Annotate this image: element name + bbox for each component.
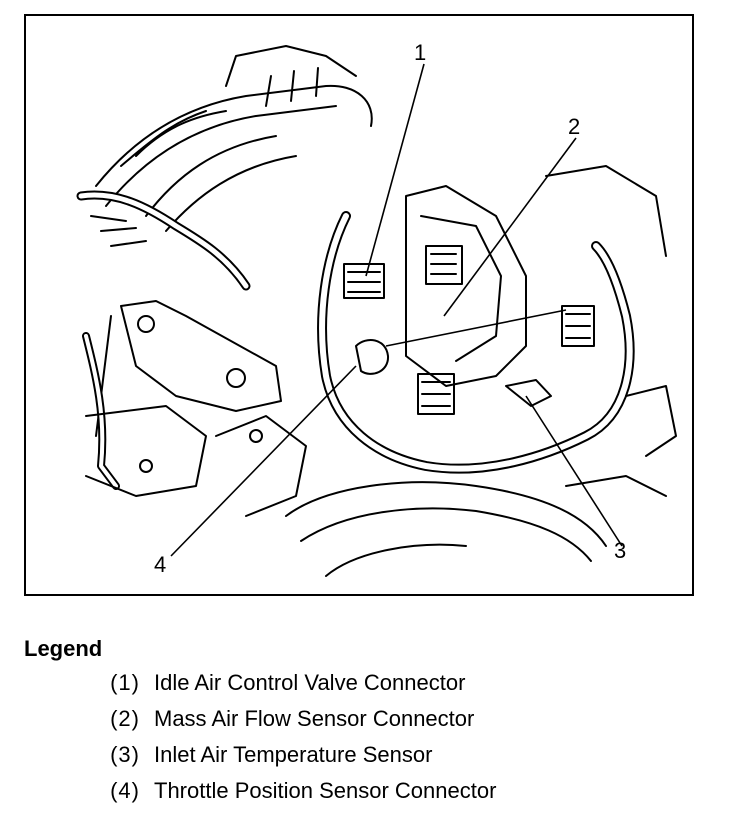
legend-item-text: Idle Air Control Valve Connector [154, 670, 466, 695]
legend: Legend (1) Idle Air Control Valve Connec… [24, 636, 724, 814]
legend-item-text: Throttle Position Sensor Connector [154, 778, 497, 803]
leader-line-2 [443, 137, 577, 317]
leader-line-4 [170, 365, 357, 557]
legend-title: Legend [24, 636, 103, 661]
legend-item: (1) Idle Air Control Valve Connector [24, 670, 724, 706]
leader-line-1 [365, 63, 425, 277]
leader-lines [170, 63, 623, 557]
diagram-frame: 1 2 3 4 [24, 14, 694, 596]
callout-1: 1 [414, 40, 426, 65]
legend-item: (4) Throttle Position Sensor Connector [24, 778, 724, 814]
legend-item: (3) Inlet Air Temperature Sensor [24, 742, 724, 778]
legend-item: (2) Mass Air Flow Sensor Connector [24, 706, 724, 742]
callout-4: 4 [154, 552, 166, 577]
legend-item-number: (4) [110, 778, 140, 803]
leader-line-3 [525, 395, 623, 547]
engine-illustration [76, 45, 677, 577]
legend-item-text: Inlet Air Temperature Sensor [154, 742, 433, 767]
legend-item-number: (2) [110, 706, 140, 731]
engine-diagram: 1 2 3 4 [76, 40, 677, 577]
legend-item-number: (1) [110, 670, 140, 695]
callout-2: 2 [568, 114, 580, 139]
leader-line-2b [385, 309, 567, 347]
legend-item-number: (3) [110, 742, 140, 767]
callout-3: 3 [614, 538, 626, 563]
legend-item-text: Mass Air Flow Sensor Connector [154, 706, 475, 731]
